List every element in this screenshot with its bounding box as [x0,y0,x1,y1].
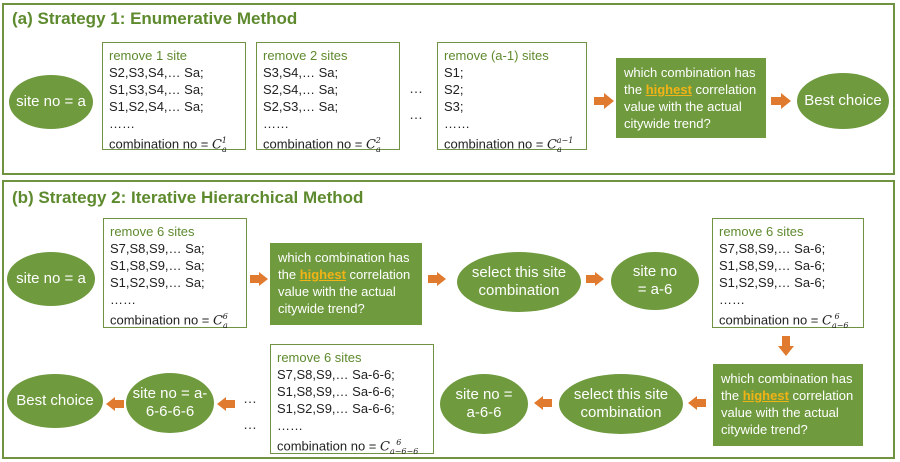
highlight-word: highest [742,388,789,403]
arrow-down-icon [778,336,794,356]
box-line: S1,S2,S9,… Sa-6-6; [277,401,395,416]
panel-b-select-node-1: select this site combination [457,252,581,312]
arrow-right-icon [250,272,268,286]
panel-a-question-box: which combination has the highest correl… [616,58,766,138]
panel-a-box-remove-2: remove 2 sites S3,S4,… Sa; S2,S4,… Sa; S… [256,42,400,154]
box-line: S2,S3,… Sa; [263,99,339,114]
highlight-word: highest [299,267,346,282]
arrow-right-icon [428,272,446,286]
arrow-left-icon [106,397,124,411]
box-header: remove 2 sites [263,48,348,63]
box-line: S3; [444,99,464,114]
box-line: S1,S2,S9,… Sa-6; [719,275,826,290]
arrow-right-icon [594,93,614,109]
panel-b-site-node-3: site no = a-6-6 [440,374,528,434]
box-line: …… [263,116,289,131]
panel-a-box-remove-1: remove 1 site S2,S3,S4,… Sa; S1,S3,S4,… … [102,42,246,154]
box-line: S1,S2,S9,… Sa; [110,275,205,290]
combination-count: combination no = Caa−1 [444,136,574,154]
highlight-word: highest [645,82,692,97]
panel-a-end-node: Best choice [797,73,889,129]
box-line: S7,S8,S9,… Sa; [110,241,205,256]
panel-b-question-box-1: which combination has the highest correl… [270,243,422,325]
box-line: …… [109,116,135,131]
box-line: …… [719,292,745,307]
combination-count: combination no = Ca−6−66 [277,438,419,456]
panel-b-end-node: Best choice [7,374,103,428]
panel-b-box-1: remove 6 sites S7,S8,S9,… Sa; S1,S8,S9,…… [103,218,247,330]
box-line: S7,S8,S9,… Sa-6; [719,241,826,256]
box-header: remove (a-1) sites [444,48,549,63]
box-line: S2,S3,S4,… Sa; [109,65,204,80]
ellipsis-bottom: … [409,106,424,122]
box-line: S3,S4,… Sa; [263,65,339,80]
box-line: S1; [444,65,464,80]
panel-b-box-2: remove 6 sites S7,S8,S9,… Sa-6; S1,S8,S9… [712,218,864,330]
box-line: …… [110,292,136,307]
panel-b-select-node-2: select this site combination [559,374,683,434]
box-header: remove 6 sites [277,350,362,365]
ellipsis-top: … [243,390,258,406]
box-line: S7,S8,S9,… Sa-6-6; [277,367,395,382]
box-line: S1,S8,S9,… Sa-6; [719,258,826,273]
box-line: S2; [444,82,464,97]
panel-b-question-box-2: which combination has the highest correl… [713,364,863,446]
box-line: …… [277,418,303,433]
panel-b-title: (b) Strategy 2: Iterative Hierarchical M… [12,188,364,207]
panel-a-start-node: site no = a [9,75,93,129]
arrow-left-icon [688,396,706,410]
box-line: …… [444,116,470,131]
panel-b-site-node-4: site no = a-6-6-6-6 [126,373,214,433]
panel-a-box-remove-a-minus-1: remove (a-1) sites S1; S2; S3; …… combin… [437,42,587,154]
box-header: remove 6 sites [110,224,195,239]
combination-count: combination no = Ca−66 [719,312,849,330]
combination-count: combination no = Ca2 [263,136,381,154]
ellipsis-top: … [409,80,424,96]
panel-a-title: (a) Strategy 1: Enumerative Method [12,9,298,28]
box-line: S1,S8,S9,… Sa-6-6; [277,384,395,399]
arrow-left-icon [534,396,552,410]
box-line: S1,S3,S4,… Sa; [109,82,204,97]
arrow-right-icon [586,272,604,286]
combination-count: combination no = Ca1 [109,136,227,154]
box-header: remove 6 sites [719,224,804,239]
box-line: S1,S8,S9,… Sa; [110,258,205,273]
panel-b-start-node: site no = a [7,252,95,306]
arrow-left-icon [217,397,235,411]
arrow-right-icon [771,93,791,109]
panel-b-site-node-2: site no = a-6 [611,252,699,310]
panel-b-box-3: remove 6 sites S7,S8,S9,… Sa-6-6; S1,S8,… [270,344,434,456]
ellipsis-bottom: … [243,416,258,432]
box-line: S2,S4,… Sa; [263,82,339,97]
combination-count: combination no = Ca6 [110,312,228,330]
box-line: S1,S2,S4,… Sa; [109,99,204,114]
box-header: remove 1 site [109,48,188,63]
